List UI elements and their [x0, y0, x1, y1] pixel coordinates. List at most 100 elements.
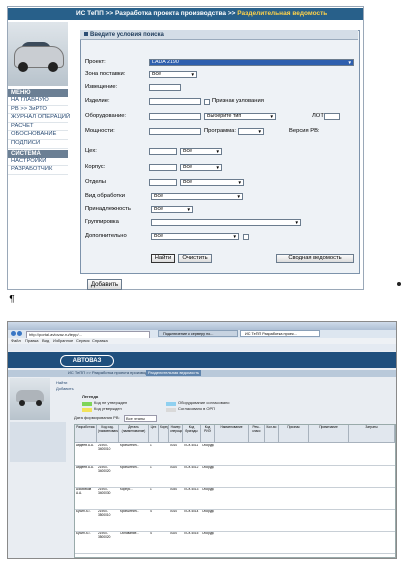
legend-equipment-agreed: Оборудование согласовано	[178, 400, 230, 405]
tab-server[interactable]: Подключение к серверу по...	[158, 330, 238, 337]
sidebar-item-developer[interactable]: РАЗРАБОТЧИК	[8, 166, 68, 175]
table-cell: Бусин А.Г.	[76, 532, 91, 535]
sidebar-item-home[interactable]: НА ГЛАВНУЮ	[8, 97, 68, 106]
sidebar-item-calc[interactable]: РАСЧЕТ	[8, 123, 68, 132]
favorites-bar	[8, 344, 396, 351]
link-add[interactable]: Добавить	[56, 386, 74, 391]
project-label: Проект:	[85, 59, 106, 65]
extra-label: Дополнительно	[85, 233, 127, 239]
table-cell: 21900-3400020	[98, 466, 111, 473]
sidebar-item-settings[interactable]: НАСТРОЙКИ	[8, 158, 68, 167]
table-cell: ПСК 4015	[184, 532, 199, 535]
column-header[interactable]: Код РИЭ	[201, 425, 215, 443]
assembly-sign-checkbox[interactable]	[204, 99, 210, 105]
column-header[interactable]: Корпус	[159, 425, 169, 443]
table-cell: 1	[150, 466, 152, 469]
building-label: Корпус:	[85, 164, 106, 170]
program-label: Программа:	[204, 128, 236, 134]
dept-select[interactable]: Все	[180, 179, 244, 186]
table-cell: 4	[150, 532, 152, 535]
column-header[interactable]: Код бригады	[183, 425, 201, 443]
table-cell: 21900-3400010	[98, 444, 111, 451]
legend-title: Легенда	[82, 394, 99, 399]
dept-input[interactable]	[149, 179, 177, 186]
building-select[interactable]: Все	[180, 164, 222, 171]
column-header[interactable]: Рем.-класс	[249, 425, 265, 443]
column-header[interactable]: Код изд. (наименование)	[97, 425, 119, 443]
sidebar-item-journal[interactable]: ЖУРНАЛ ОПЕРАЦИЙ	[8, 114, 70, 123]
shop-input[interactable]	[149, 148, 177, 155]
table-cell: Корпус...	[120, 488, 133, 491]
menu-tools[interactable]: Сервис	[76, 338, 90, 343]
equipment-type-select[interactable]: Выберите тип	[204, 113, 276, 120]
project-select[interactable]: LADA 2190	[149, 59, 354, 66]
breadcrumb-path[interactable]: ИС ТеПП >> Разработка проекта производст…	[76, 10, 238, 17]
menu-favorites[interactable]: Избранное	[53, 338, 74, 343]
menu-help[interactable]: Справка	[92, 338, 108, 343]
back-icon[interactable]	[11, 331, 16, 336]
filter-select[interactable]: Все этапы	[124, 415, 157, 422]
notice-input[interactable]	[149, 84, 181, 91]
menu-view[interactable]: Вид	[42, 338, 50, 343]
column-header[interactable]: Деталь (наименование)	[119, 425, 149, 443]
shop-select[interactable]: Все	[180, 148, 222, 155]
table-cell: ПСК 4013	[184, 488, 199, 491]
dialog-title: Введите условия поиска	[80, 30, 358, 40]
notice-label: Извещение:	[85, 84, 118, 90]
legend-approved: Код утвержден	[94, 406, 122, 411]
clear-button[interactable]: Очистить	[178, 254, 212, 263]
sidebar-item-justification[interactable]: ОБОСНОВАНИЕ	[8, 131, 68, 140]
column-header[interactable]: Цех	[149, 425, 159, 443]
menu-file[interactable]: Файл	[11, 338, 21, 343]
tab-tepp[interactable]: ИС ТеПП Разработка проек...	[240, 330, 320, 337]
capacity-input[interactable]	[149, 128, 201, 135]
shop-label: Цех:	[85, 148, 97, 154]
legend-not-approved: Код не утвержден	[94, 400, 128, 405]
building-input[interactable]	[149, 164, 177, 171]
grouping-label: Группировка	[85, 219, 119, 225]
table-cell: Оборудование	[202, 466, 214, 469]
add-button[interactable]: Добавить	[87, 279, 122, 290]
lot-label: ЛОТ:	[312, 113, 326, 119]
table-cell: ПСК 4014	[184, 510, 199, 513]
column-header[interactable]: Наименование	[215, 425, 249, 443]
avtovaz-logo: АВТОВАЗ	[60, 355, 114, 367]
table-cell: 0010	[170, 510, 178, 513]
equipment-input[interactable]	[149, 113, 201, 120]
logo-bar: АВТОВАЗ	[8, 352, 396, 368]
system-heading: СИСТЕМА	[8, 149, 68, 158]
column-header[interactable]: Номер операции	[169, 425, 183, 443]
program-select[interactable]	[238, 128, 264, 135]
find-button[interactable]: Найти	[151, 254, 175, 263]
ownership-select[interactable]: Все	[151, 206, 193, 213]
sidebar-item-rv-zirto[interactable]: РВ >> ЗиРТО	[8, 106, 68, 115]
browser-breadcrumb-current: Разделительная ведомость	[146, 370, 202, 376]
browser-breadcrumb-path[interactable]: ИС ТеПП >> Разработка проекта производст…	[68, 370, 162, 375]
column-header[interactable]: Разработчик	[75, 425, 97, 443]
extra-select[interactable]: Все	[151, 233, 239, 240]
table-cell: 4	[150, 510, 152, 513]
table-cell: 1	[150, 444, 152, 447]
column-header[interactable]: Примечание	[309, 425, 349, 443]
forward-icon[interactable]	[17, 331, 22, 336]
summary-button[interactable]: Сводная ведомость	[276, 254, 354, 263]
column-header[interactable]: Затраты	[349, 425, 395, 443]
extra-checkbox[interactable]	[243, 234, 249, 240]
link-find[interactable]: Найти	[56, 380, 68, 385]
sidebar-item-signatures[interactable]: ПОДПИСИ	[8, 140, 68, 149]
column-header[interactable]: Признак	[279, 425, 309, 443]
processing-select[interactable]: Все	[151, 193, 243, 200]
lot-input[interactable]	[324, 113, 340, 120]
column-header[interactable]: Кол-во	[265, 425, 279, 443]
menu-edit[interactable]: Правка	[25, 338, 39, 343]
item-input[interactable]	[149, 98, 201, 105]
supply-zone-select[interactable]: Все	[149, 71, 197, 78]
grouping-select[interactable]	[151, 219, 301, 226]
table-cell: Кронштейн...	[120, 466, 140, 469]
